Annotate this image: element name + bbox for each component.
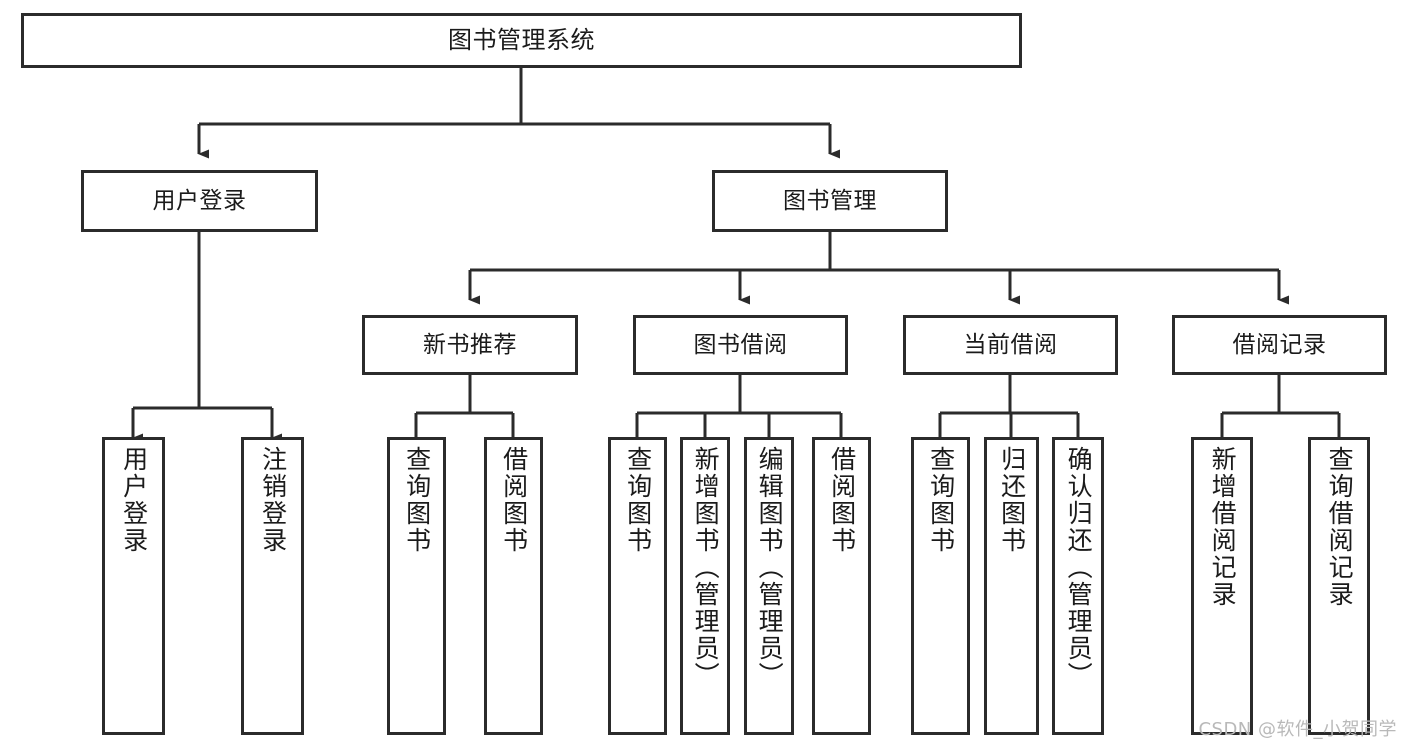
node-leaf-user-login[interactable]: 用户登录 — [102, 437, 165, 735]
node-current-borrow-label: 当前借阅 — [963, 331, 1058, 358]
node-leaf-confirm-return-admin-label: 确认归还（管理员） — [1064, 446, 1094, 689]
node-leaf-user-login-label: 用户登录 — [119, 446, 149, 554]
node-leaf-add-book-admin[interactable]: 新增图书（管理员） — [680, 437, 730, 735]
node-leaf-query-book-rec-label: 查询图书 — [402, 446, 432, 554]
node-leaf-borrow-book-label: 借阅图书 — [827, 446, 857, 554]
node-leaf-edit-book-admin-label: 编辑图书（管理员） — [755, 446, 785, 689]
node-leaf-user-logout[interactable]: 注销登录 — [241, 437, 304, 735]
node-leaf-add-book-admin-label: 新增图书（管理员） — [691, 446, 721, 689]
node-root[interactable]: 图书管理系统 — [21, 13, 1022, 68]
node-leaf-borrow-book[interactable]: 借阅图书 — [812, 437, 871, 735]
node-borrow-record-label: 借阅记录 — [1232, 331, 1327, 358]
node-leaf-query-book-borrow-label: 查询图书 — [623, 446, 653, 554]
node-leaf-query-book-current[interactable]: 查询图书 — [911, 437, 970, 735]
node-book-borrow[interactable]: 图书借阅 — [633, 315, 848, 375]
node-leaf-query-book-borrow[interactable]: 查询图书 — [608, 437, 667, 735]
node-root-label: 图书管理系统 — [448, 25, 595, 54]
node-borrow-record[interactable]: 借阅记录 — [1172, 315, 1387, 375]
node-leaf-user-logout-label: 注销登录 — [258, 446, 288, 554]
node-leaf-return-book[interactable]: 归还图书 — [984, 437, 1039, 735]
node-leaf-edit-book-admin[interactable]: 编辑图书（管理员） — [744, 437, 794, 735]
node-current-borrow[interactable]: 当前借阅 — [903, 315, 1118, 375]
node-leaf-query-book-current-label: 查询图书 — [926, 446, 956, 554]
node-leaf-confirm-return-admin[interactable]: 确认归还（管理员） — [1052, 437, 1104, 735]
node-leaf-add-borrow-record-label: 新增借阅记录 — [1208, 446, 1238, 608]
watermark: CSDN @软件_小贺同学 — [1198, 719, 1397, 740]
node-book-manage-label: 图书管理 — [783, 187, 877, 214]
node-leaf-borrow-book-rec-label: 借阅图书 — [499, 446, 529, 554]
node-leaf-query-borrow-record[interactable]: 查询借阅记录 — [1308, 437, 1370, 735]
node-leaf-return-book-label: 归还图书 — [997, 446, 1027, 554]
node-leaf-borrow-book-rec[interactable]: 借阅图书 — [484, 437, 543, 735]
node-book-manage[interactable]: 图书管理 — [712, 170, 948, 232]
node-new-book-recommend[interactable]: 新书推荐 — [362, 315, 578, 375]
node-user-login-label: 用户登录 — [152, 187, 247, 214]
node-leaf-add-borrow-record[interactable]: 新增借阅记录 — [1191, 437, 1253, 735]
node-user-login[interactable]: 用户登录 — [81, 170, 318, 232]
node-leaf-query-borrow-record-label: 查询借阅记录 — [1325, 446, 1355, 608]
node-leaf-query-book-rec[interactable]: 查询图书 — [387, 437, 446, 735]
node-book-borrow-label: 图书借阅 — [693, 331, 788, 358]
node-new-book-recommend-label: 新书推荐 — [423, 331, 517, 358]
